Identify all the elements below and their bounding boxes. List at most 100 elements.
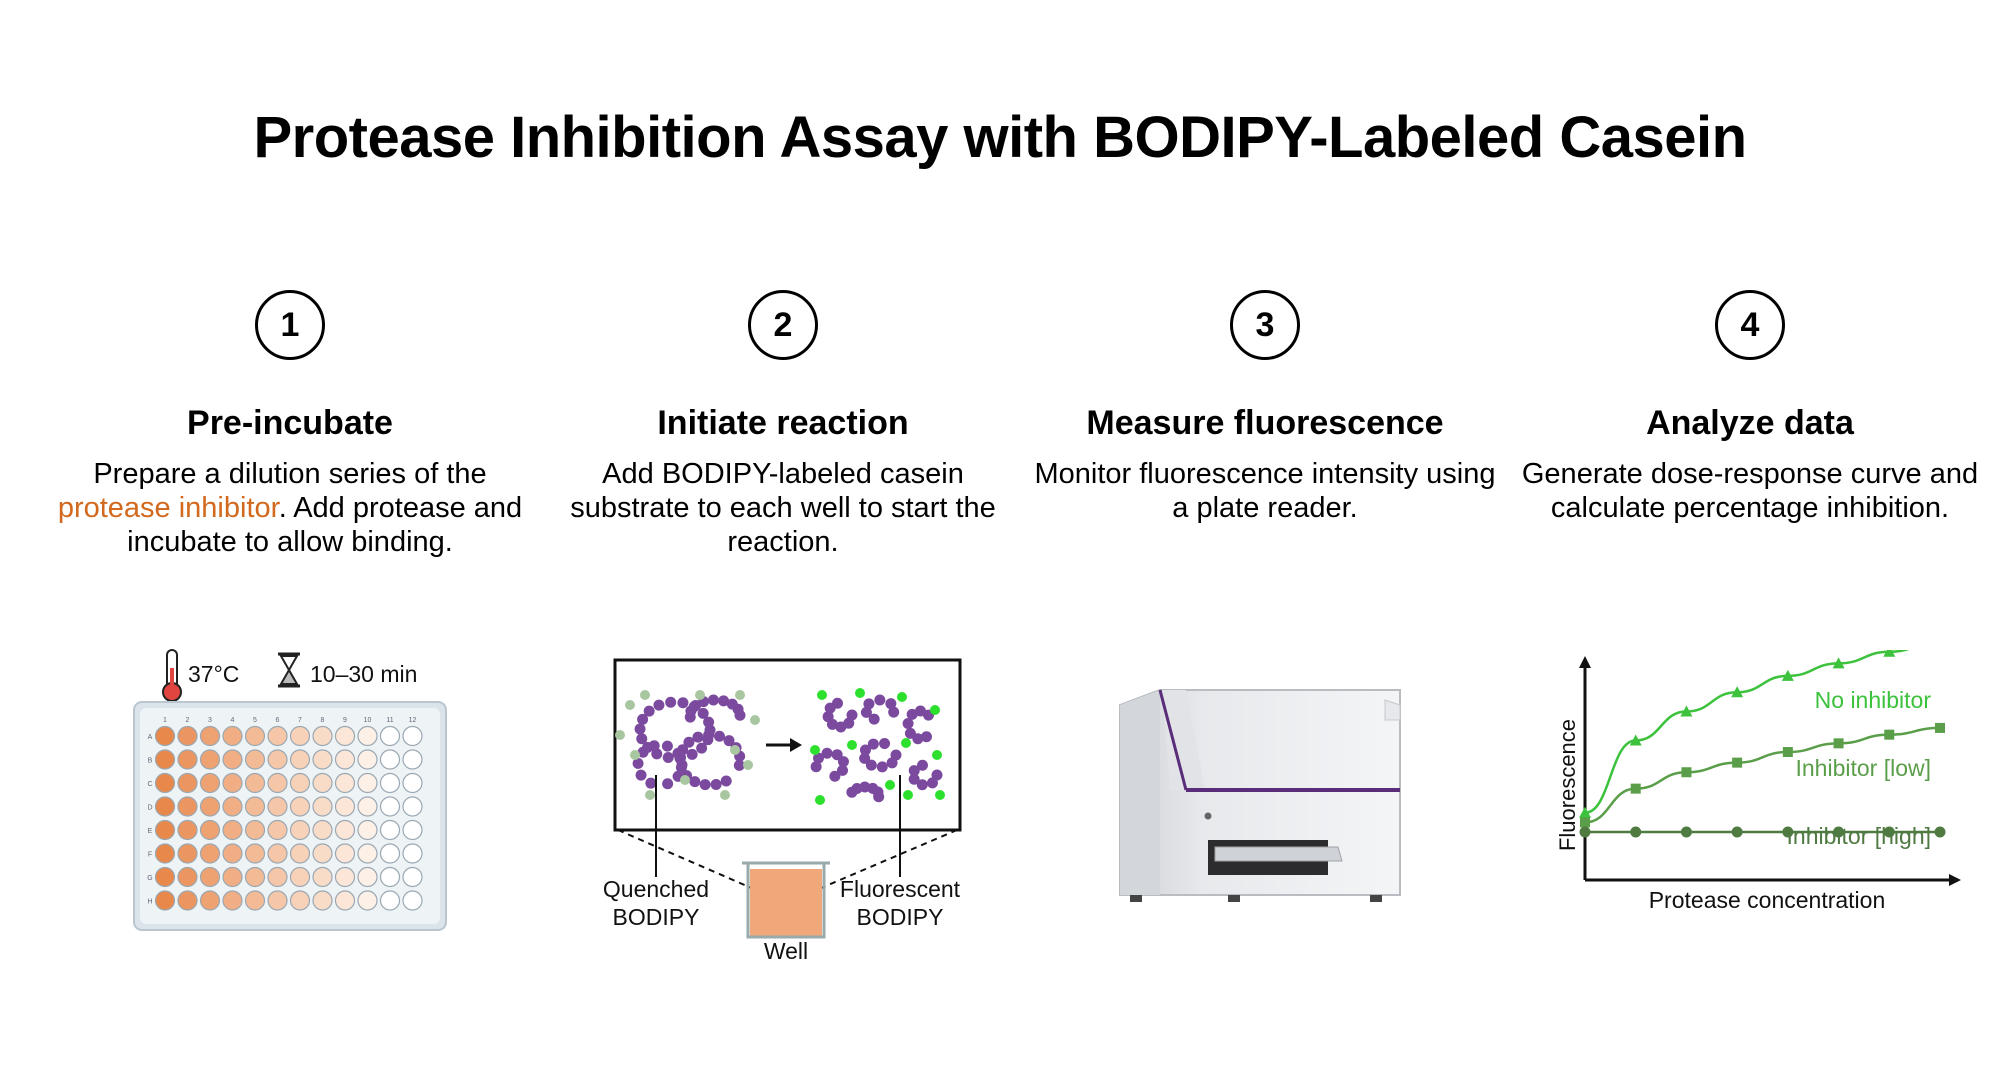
step-title-3: Measure fluorescence [1086,404,1444,442]
plate-well [357,866,378,888]
casein-bead [677,697,689,709]
data-point-triangle [1731,686,1744,698]
plate-well [289,796,311,817]
plate-well [244,866,266,888]
casein-bead [873,791,885,803]
plate-column-label: 12 [409,717,417,724]
casein-bead [904,727,916,739]
plate-well [199,749,221,770]
step-4: 4 Analyze data Generate dose-response cu… [1515,290,1985,525]
plate-well [334,819,356,841]
plate-well [222,866,243,888]
plate-well [154,796,176,817]
step-2: 2 Initiate reaction Add BODIPY-labeled c… [548,290,1018,559]
plate-well [177,772,198,794]
step-1: 1 Pre-incubate Prepare a dilution series… [55,290,525,559]
data-point-triangle [1781,669,1794,681]
plate-well [222,890,243,911]
casein-bead [733,759,745,771]
data-point-triangle [1883,650,1896,657]
series-label-inhibitor-high: Inhibitor [high] [1787,823,1931,849]
step-desc-3: Monitor fluorescence intensity using a p… [1034,458,1496,524]
plate-well [244,890,266,911]
plate-column-label: 1 [163,717,167,724]
data-point-circle [1833,826,1845,838]
casein-bead [860,706,872,718]
casein-bead [648,740,660,752]
quenched-dot [640,690,650,700]
casein-bead [810,761,822,773]
quenched-dot [730,745,740,755]
casein-bead [723,735,735,747]
plate-well [402,725,423,747]
casein-bead [831,697,843,709]
data-point-square [1630,783,1641,794]
plate-well [177,843,198,864]
plate-well [312,843,333,864]
highlight-protease-inhibitor: protease inhibitor [57,492,279,524]
plate-well [177,819,198,841]
data-point-square [1732,757,1743,768]
quenched-dot [630,750,640,760]
plate-well [267,866,288,888]
plate-well [402,749,423,770]
plate-well [199,866,221,888]
casein-bead [636,733,648,745]
casein-bead [876,761,888,773]
step-desc-2: Add BODIPY-labeled casein substrate to e… [570,458,996,558]
step-title-4: Analyze data [1646,404,1854,442]
casein-bead [635,769,647,781]
casein-bead [874,694,886,706]
plate-well [267,772,288,794]
plate-well [334,772,356,794]
casein-bead [916,759,928,771]
plate-well [312,890,333,911]
plate-well [267,749,288,770]
casein-bead [734,709,746,721]
plate-row-label: H [147,899,152,906]
casein-bead [632,757,644,769]
casein-bead [908,773,920,785]
casein-bead [885,698,897,710]
plate-column-label: 2 [186,717,190,724]
data-point-triangle [1629,734,1642,746]
casein-bead [683,736,695,748]
casein-bead [829,770,841,782]
casein-bead [906,708,918,720]
quenched-dot [695,690,705,700]
plate-well [312,772,333,794]
step-number-1: 1 [255,290,325,360]
casein-bead [888,706,900,718]
plate-well [289,890,311,911]
quenched-dot [645,790,655,800]
page-title: Protease Inhibition Assay with BODIPY-La… [253,105,1747,170]
data-point-square [1782,747,1793,758]
casein-bead [703,729,715,741]
plate-well [199,725,221,747]
y-axis-label: Fluorescence [1555,719,1580,851]
plate-well [312,819,333,841]
plate-well [177,749,198,770]
casein-bead [868,713,880,725]
step-desc-4: Generate dose-response curve and calcula… [1521,458,1979,524]
plate-well [177,796,198,817]
fluorescent-dot [855,688,865,698]
data-point-triangle [1579,806,1591,818]
plate-column-label: 6 [276,717,280,724]
data-point-circle [1579,826,1591,838]
well-label: Well [764,938,808,964]
plate-well [289,772,311,794]
plate-well [222,843,243,864]
plate-well [222,725,243,747]
plate-well [312,725,333,747]
casein-bead [879,737,891,749]
plate-row-label: C [147,781,152,788]
quenched-casein [615,690,760,800]
data-point-square [1580,817,1590,828]
hourglass-icon [278,652,300,688]
plate-well [379,866,401,888]
plate-well [267,819,288,841]
plate-well [199,890,221,911]
